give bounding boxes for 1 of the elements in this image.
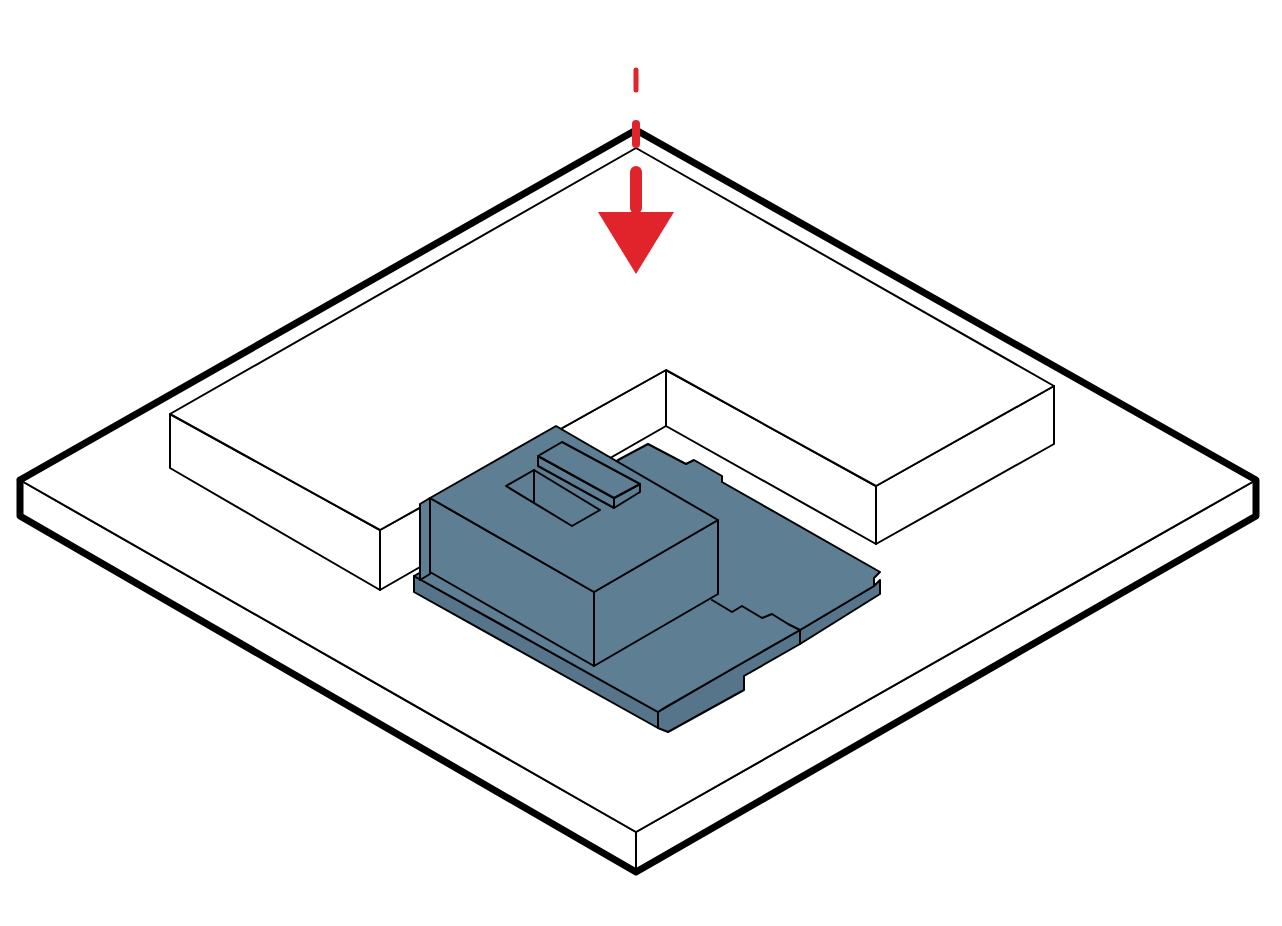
site-model-illustration — [16, 126, 1260, 876]
